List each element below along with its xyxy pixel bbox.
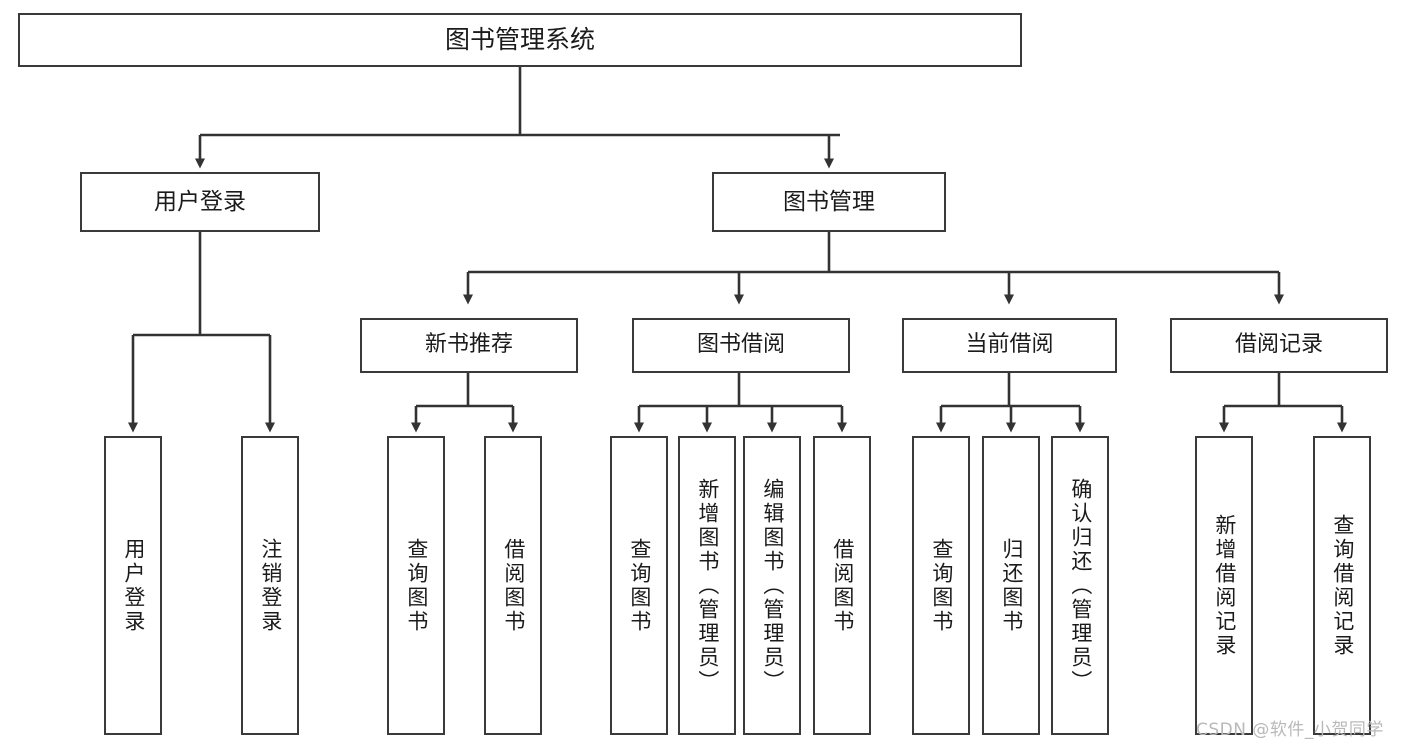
leaf-add-book[interactable]: 新增图书（管理员）: [678, 436, 736, 735]
node-new-book-recommend-label: 新书推荐: [424, 332, 513, 358]
node-user-login-label: 用户登录: [154, 188, 246, 215]
node-root[interactable]: 图书管理系统: [18, 13, 1022, 67]
leaf-borrow-book-1-label: 借阅图书: [501, 537, 526, 634]
node-book-management[interactable]: 图书管理: [712, 172, 946, 232]
leaf-user-logout[interactable]: 注销登录: [241, 436, 299, 735]
csdn-watermark: CSDN @软件_小贺同学: [1196, 720, 1384, 740]
node-book-borrow-label: 图书借阅: [696, 332, 785, 358]
node-book-borrow[interactable]: 图书借阅: [632, 318, 850, 373]
leaf-query-record[interactable]: 查询借阅记录: [1313, 436, 1371, 735]
leaf-borrow-book-2-label: 借阅图书: [830, 537, 855, 634]
leaf-user-login-label: 用户登录: [121, 537, 146, 634]
node-book-management-label: 图书管理: [783, 188, 875, 215]
node-new-book-recommend[interactable]: 新书推荐: [360, 318, 578, 373]
leaf-confirm-return[interactable]: 确认归还（管理员）: [1051, 436, 1109, 735]
leaf-query-book-3-label: 查询图书: [929, 537, 954, 634]
node-borrow-record-label: 借阅记录: [1234, 332, 1323, 358]
leaf-confirm-return-label: 确认归还（管理员）: [1068, 477, 1093, 694]
leaf-query-book-1-label: 查询图书: [404, 537, 429, 634]
leaf-return-book[interactable]: 归还图书: [982, 436, 1040, 735]
leaf-add-record[interactable]: 新增借阅记录: [1195, 436, 1253, 735]
leaf-borrow-book-2[interactable]: 借阅图书: [813, 436, 871, 735]
leaf-query-record-label: 查询借阅记录: [1330, 513, 1355, 658]
node-root-label: 图书管理系统: [444, 24, 595, 54]
leaf-return-book-label: 归还图书: [999, 537, 1024, 634]
node-current-borrow-label: 当前借阅: [965, 332, 1054, 358]
leaf-add-record-label: 新增借阅记录: [1212, 513, 1237, 658]
leaf-edit-book-label: 编辑图书（管理员）: [760, 477, 785, 694]
leaf-query-book-1[interactable]: 查询图书: [387, 436, 445, 735]
leaf-edit-book[interactable]: 编辑图书（管理员）: [743, 436, 801, 735]
leaf-query-book-2[interactable]: 查询图书: [610, 436, 668, 735]
node-user-login[interactable]: 用户登录: [80, 172, 320, 232]
leaf-borrow-book-1[interactable]: 借阅图书: [484, 436, 542, 735]
node-borrow-record[interactable]: 借阅记录: [1170, 318, 1388, 373]
leaf-add-book-label: 新增图书（管理员）: [695, 477, 720, 694]
leaf-user-logout-label: 注销登录: [258, 537, 283, 634]
leaf-query-book-3[interactable]: 查询图书: [912, 436, 970, 735]
node-current-borrow[interactable]: 当前借阅: [902, 318, 1117, 373]
leaf-query-book-2-label: 查询图书: [627, 537, 652, 634]
leaf-user-login[interactable]: 用户登录: [104, 436, 162, 735]
